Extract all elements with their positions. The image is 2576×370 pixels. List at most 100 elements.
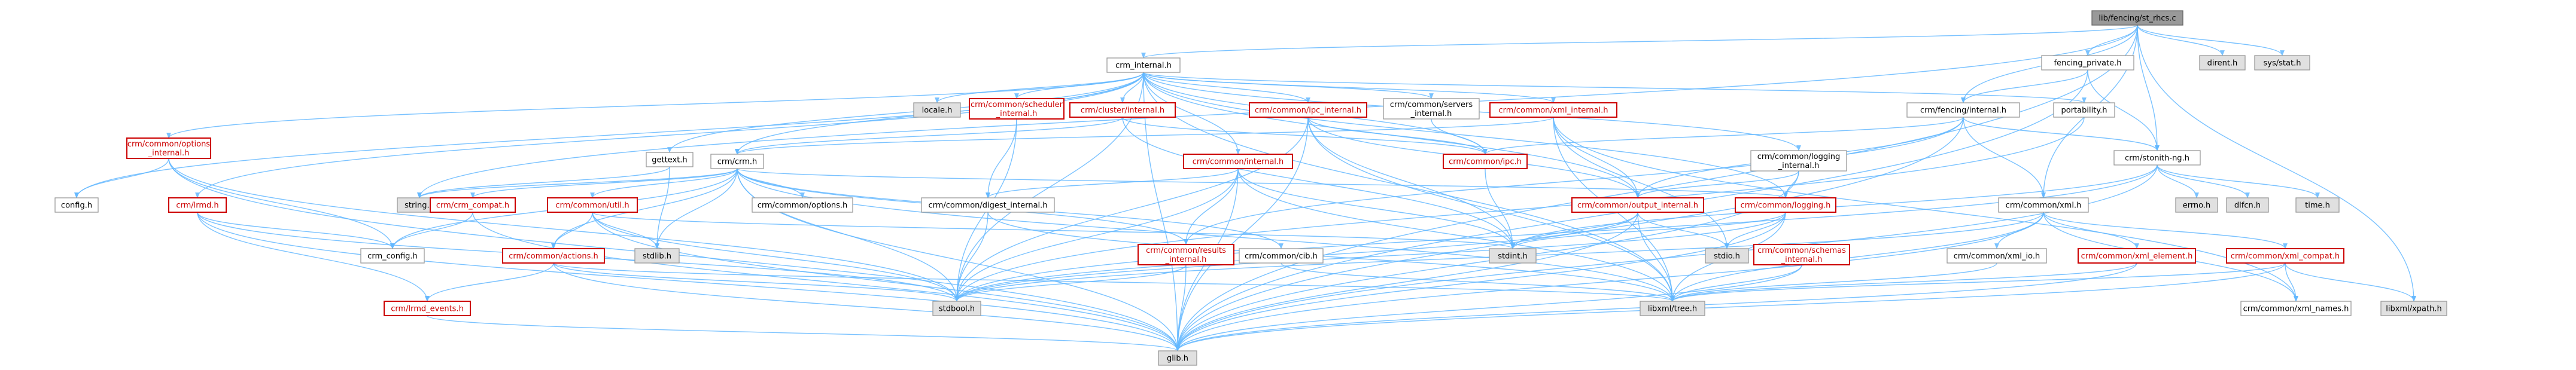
graph-node-root[interactable]: lib/fencing/st_rhcs.c (2091, 10, 2183, 26)
graph-node-results_internal[interactable]: crm/common/results_internal.h (1138, 244, 1234, 265)
node-box (2226, 248, 2344, 264)
graph-node-digest_internal[interactable]: crm/common/digest_internal.h (921, 197, 1055, 213)
edge-lrmd-to-crm_config (197, 212, 395, 249)
edge-logging_h-to-stdio (1725, 212, 1786, 249)
graph-node-dlfcn[interactable]: dlfcn.h (2226, 197, 2269, 213)
edge-xml_element-to-libxml_tree (1670, 262, 2137, 302)
node-box (2175, 197, 2218, 213)
graph-node-stdlib[interactable]: stdlib.h (634, 248, 680, 264)
edge-stonith_ng-to-errno (2157, 164, 2199, 198)
graph-node-stdio[interactable]: stdio.h (1705, 248, 1749, 264)
edge-ipc_internal-to-stdbool (954, 117, 1309, 302)
graph-node-config_h[interactable]: config.h (54, 197, 99, 213)
graph-node-ipc_internal[interactable]: crm/common/ipc_internal.h (1249, 102, 1367, 118)
node-box (932, 301, 981, 316)
graph-node-portability[interactable]: portability.h (2053, 102, 2115, 118)
graph-node-stdbool[interactable]: stdbool.h (932, 301, 981, 316)
edge-common_internal-to-results_internal (1184, 168, 1239, 245)
graph-node-fencing_internal[interactable]: crm/fencing/internal.h (1906, 102, 2020, 118)
graph-node-xml_h[interactable]: crm/common/xml.h (1998, 197, 2089, 213)
edge-crm_internal-to-lrmd (195, 72, 1144, 198)
node-label: crm/common/xml_internal.h (1498, 106, 1608, 115)
node-box (1705, 248, 1749, 264)
node-box (2226, 197, 2269, 213)
graph-node-gettext[interactable]: gettext.h (646, 152, 694, 167)
graph-node-util_h[interactable]: crm/common/util.h (547, 197, 638, 213)
edge-crm_internal-to-common_internal (1143, 72, 1240, 155)
edge-root-to-glib (1175, 25, 2138, 351)
graph-node-crm_internal[interactable]: crm_internal.h (1106, 57, 1181, 73)
node-label: libxml/tree.h (1648, 305, 1697, 314)
graph-node-cc_options_internal[interactable]: crm/common/options_internal.h (126, 137, 211, 159)
graph-node-xml_element[interactable]: crm/common/xml_element.h (2078, 248, 2196, 264)
edge-root-to-fencing_private (2085, 25, 2138, 56)
node-box (1443, 154, 1528, 169)
graph-node-dirent[interactable]: dirent.h (2199, 55, 2246, 71)
edge-actions_h-to-stdbool (553, 262, 959, 302)
graph-node-ipc_h[interactable]: crm/common/ipc.h (1443, 154, 1528, 169)
graph-node-cluster_internal[interactable]: crm/cluster/internal.h (1069, 102, 1176, 118)
graph-node-fencing_private[interactable]: fencing_private.h (2041, 55, 2134, 71)
node-label: stdlib.h (643, 252, 671, 261)
node-box (2078, 248, 2196, 264)
node-label: _internal.h (1410, 109, 1452, 118)
graph-node-servers_internal[interactable]: crm/common/servers_internal.h (1383, 98, 1480, 120)
node-box (2113, 150, 2201, 166)
edge-lrmd-to-glib (197, 212, 1180, 351)
edge-fencing_private-to-fencing_internal (1961, 69, 2088, 103)
graph-node-logging_internal[interactable]: crm/common/logging_internal.h (1750, 150, 1847, 172)
graph-node-actions_h[interactable]: crm/common/actions.h (502, 248, 605, 264)
edge-root-to-dirent (2137, 25, 2225, 56)
edge-cluster_internal-to-stdint (1122, 117, 1515, 249)
graph-node-crm_h[interactable]: crm/crm.h (710, 154, 764, 169)
graph-node-sysstat[interactable]: sys/stat.h (2254, 55, 2310, 71)
graph-node-logging_h[interactable]: crm/common/logging.h (1735, 197, 1836, 213)
graph-node-crm_compat[interactable]: crm/crm_compat.h (430, 197, 516, 213)
graph-node-xml_compat[interactable]: crm/common/xml_compat.h (2226, 248, 2344, 264)
graph-node-stonith_ng[interactable]: crm/stonith-ng.h (2113, 150, 2201, 166)
graph-node-lrmd[interactable]: crm/lrmd.h (168, 197, 227, 213)
graph-node-lrmd_events[interactable]: crm/lrmd_events.h (384, 301, 471, 316)
graph-node-xml_names[interactable]: crm/common/xml_names.h (2240, 301, 2352, 316)
edge-gettext-to-string_h (417, 166, 670, 198)
graph-node-stdint[interactable]: stdint.h (1489, 248, 1537, 264)
node-label: crm/common/schemas (1757, 246, 1846, 255)
node-label: gettext.h (652, 156, 687, 165)
graph-node-libxml_xpath[interactable]: libxml/xpath.h (2380, 301, 2447, 316)
edge-lrmd_events-to-glib (427, 315, 1180, 351)
graph-node-crm_config[interactable]: crm_config.h (360, 248, 425, 264)
graph-node-scheduler_internal[interactable]: crm/common/scheduler_internal.h (969, 98, 1065, 120)
graph-node-xml_internal[interactable]: crm/common/xml_internal.h (1489, 102, 1617, 118)
edge-layer (74, 25, 2416, 351)
edge-digest_internal-to-libxml_tree (987, 212, 1675, 302)
node-label: crm/common/actions.h (509, 252, 598, 261)
graph-node-glib[interactable]: glib.h (1158, 350, 1197, 366)
node-label: crm/common/ipc_internal.h (1255, 106, 1361, 115)
graph-node-common_internal[interactable]: crm/common/internal.h (1183, 154, 1293, 169)
edge-crm_h-to-libxml_tree (737, 168, 1675, 302)
graph-node-cib_h[interactable]: crm/common/cib.h (1239, 248, 1324, 264)
edge-servers_internal-to-ipc_h (1431, 118, 1488, 155)
graph-node-options_h[interactable]: crm/common/options.h (752, 197, 853, 213)
node-label: crm_internal.h (1115, 62, 1172, 71)
edge-output_internal-to-libxml_tree (1637, 212, 1675, 302)
edge-xml_io-to-libxml_tree (1670, 262, 1997, 302)
node-label: stdbool.h (939, 305, 975, 314)
edge-cc_options_internal-to-stdbool (168, 158, 959, 302)
graph-node-output_internal[interactable]: crm/common/output_internal.h (1571, 197, 1704, 213)
node-box (547, 197, 638, 213)
node-box (1750, 150, 1847, 172)
node-box (502, 248, 605, 264)
edge-util_h-to-stdint (592, 212, 1515, 249)
graph-node-schemas_internal[interactable]: crm/common/schemas_internal.h (1753, 244, 1850, 265)
graph-node-xml_io[interactable]: crm/common/xml_io.h (1947, 248, 2047, 264)
node-box (921, 197, 1055, 213)
graph-node-errno[interactable]: errno.h (2175, 197, 2218, 213)
graph-node-locale[interactable]: locale.h (913, 102, 961, 118)
edge-actions_h-to-lrmd_events (425, 262, 554, 302)
node-box (752, 197, 853, 213)
graph-node-time_h[interactable]: time.h (2295, 197, 2340, 213)
node-box (1383, 98, 1480, 120)
graph-node-libxml_tree[interactable]: libxml/tree.h (1640, 301, 1705, 316)
